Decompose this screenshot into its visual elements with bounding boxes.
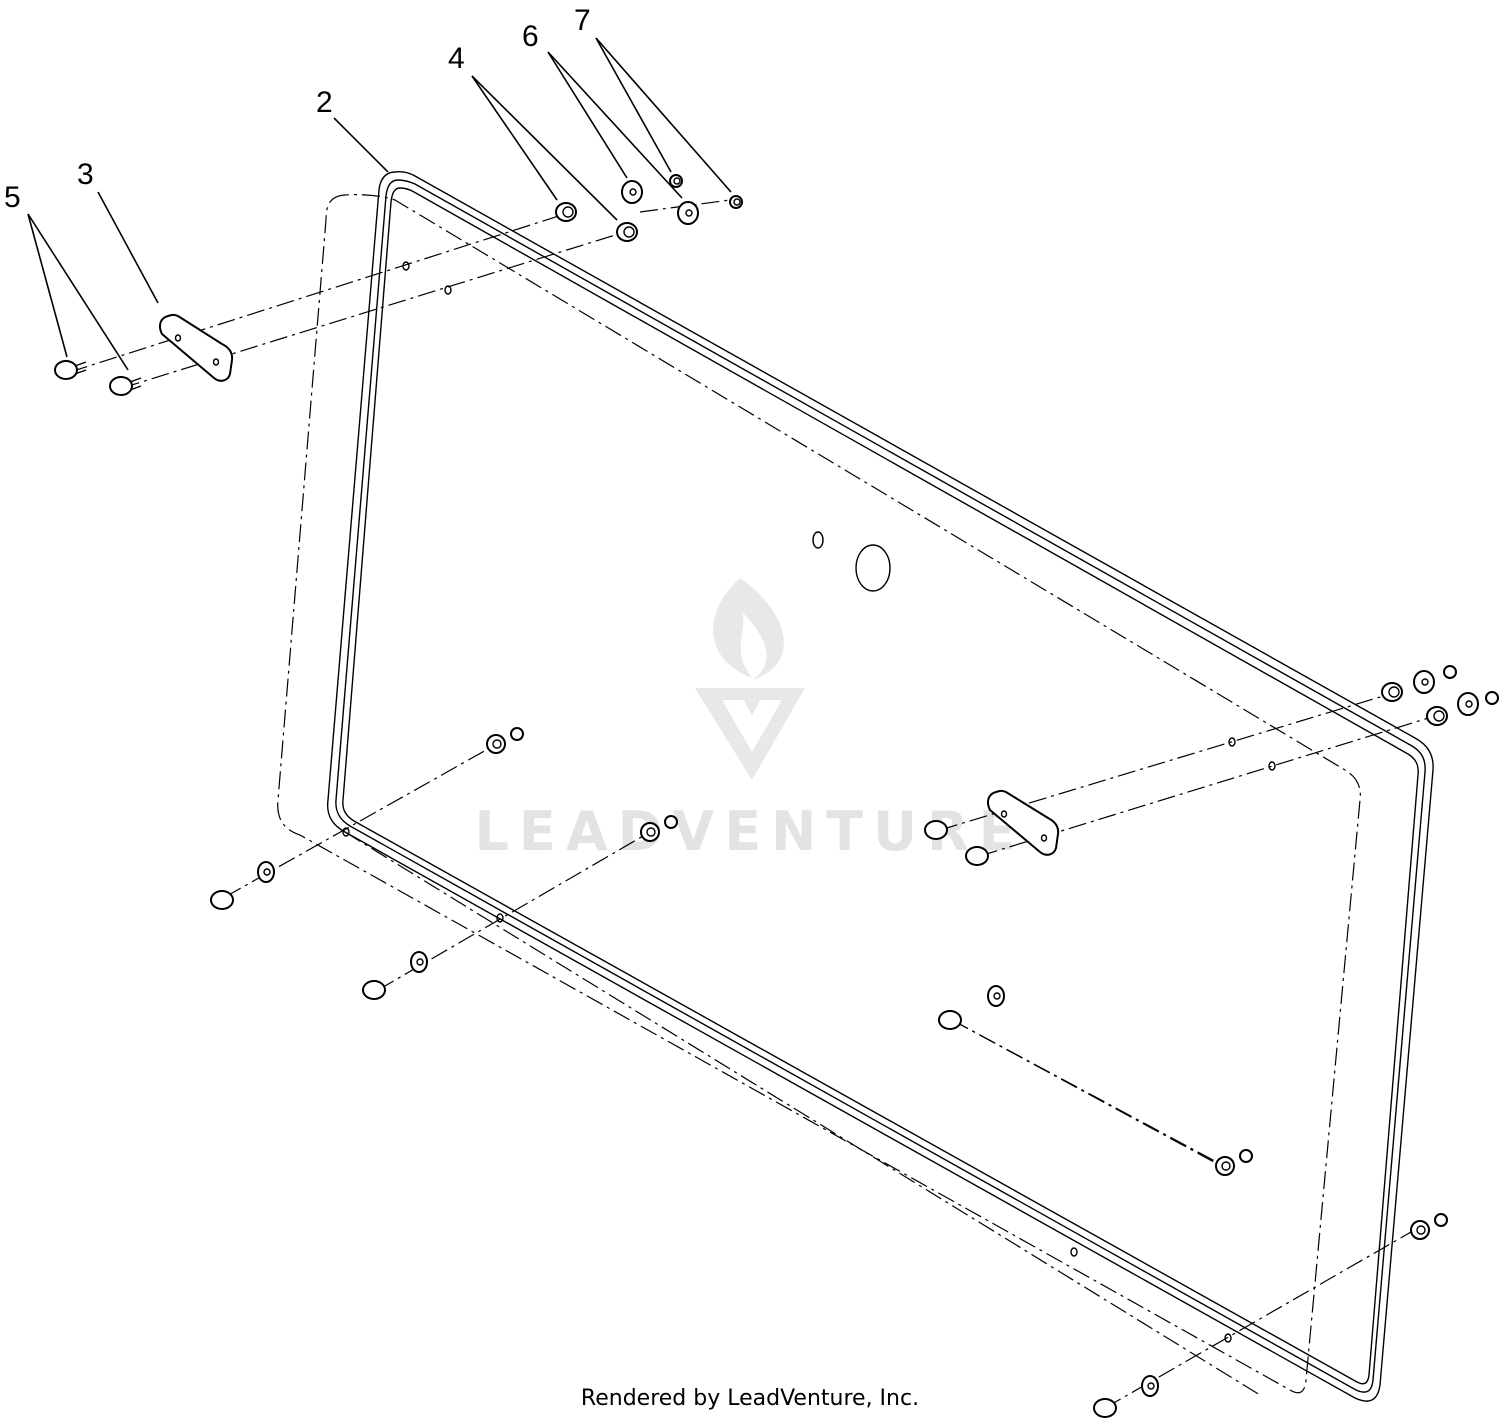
- hex-nut: [1381, 682, 1403, 702]
- lock-nut: [1239, 1149, 1253, 1163]
- lock-nut: [1485, 691, 1499, 705]
- hex-nut: [640, 822, 660, 842]
- window-seal-frame: [326, 170, 1434, 1402]
- mounting-plate: [159, 313, 234, 382]
- flat-washer: [1457, 692, 1479, 716]
- lock-nut: [1434, 1213, 1448, 1227]
- lock-nut: [669, 174, 683, 188]
- center-hole-small: [812, 531, 824, 549]
- hex-nut: [1410, 1220, 1430, 1240]
- callout-3: 3: [77, 158, 94, 191]
- callout-5: 5: [4, 181, 21, 214]
- carriage-bolt: [109, 376, 142, 396]
- callout-4: 4: [448, 42, 465, 75]
- callout-6: 6: [522, 20, 539, 53]
- flat-washer: [677, 201, 699, 225]
- glass-panel: [277, 194, 1361, 1394]
- flat-washer: [621, 180, 643, 204]
- carriage-bolt: [362, 980, 386, 1000]
- callout-2: 2: [316, 86, 333, 119]
- carriage-bolt: [210, 890, 234, 910]
- carriage-bolt: [54, 360, 87, 380]
- callouts: 2 3 4 5 6 7: [4, 4, 591, 214]
- lock-nut: [510, 727, 524, 741]
- lock-nut: [664, 815, 678, 829]
- flat-washer: [257, 861, 275, 883]
- hex-nut: [1426, 706, 1448, 726]
- hex-nut: [616, 222, 638, 242]
- mounting-plate: [987, 789, 1060, 856]
- flat-washer: [987, 985, 1005, 1007]
- flat-washer: [410, 951, 428, 973]
- leader-lines: [27, 37, 732, 371]
- top-left-hardware: [54, 174, 743, 396]
- right-lower-hardware: [938, 985, 1448, 1418]
- render-credit: Rendered by LeadVenture, Inc.: [580, 1386, 920, 1411]
- lock-nut: [729, 195, 743, 209]
- flat-washer: [1413, 670, 1435, 694]
- hex-nut: [555, 202, 577, 222]
- left-lower-hardware: [210, 727, 1261, 1396]
- hex-nut: [486, 734, 506, 754]
- hex-nut: [1215, 1156, 1235, 1176]
- right-hardware: [924, 665, 1499, 866]
- flat-washer: [1141, 1375, 1159, 1397]
- callout-7: 7: [574, 4, 591, 37]
- carriage-bolt: [924, 820, 948, 840]
- lock-nut: [1443, 665, 1457, 679]
- carriage-bolt: [1093, 1398, 1117, 1418]
- carriage-bolt: [965, 846, 989, 866]
- center-hole-large: [855, 544, 891, 592]
- leadventure-watermark: LEADVENTURE: [475, 578, 1015, 863]
- carriage-bolt: [938, 1010, 962, 1030]
